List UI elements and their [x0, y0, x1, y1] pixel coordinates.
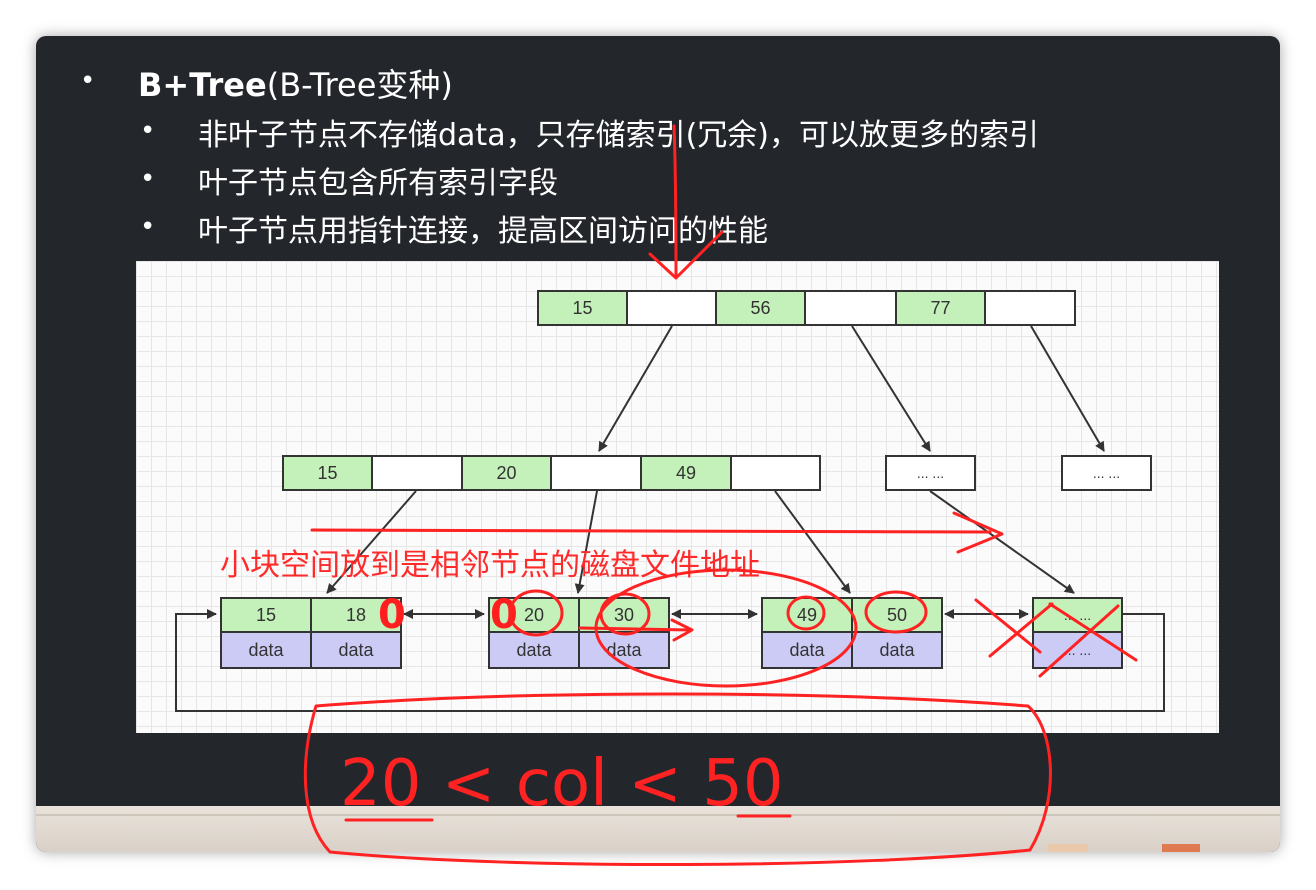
- red-zero-mark: 0: [490, 592, 518, 638]
- bullet-dot: •: [140, 212, 156, 242]
- leaf-key: ... ...: [1032, 597, 1123, 633]
- bottom-strip: [36, 806, 1280, 852]
- leaf-data: data: [761, 631, 853, 669]
- root-pointer: [984, 290, 1076, 326]
- mid-key: 20: [461, 455, 552, 491]
- red-zero-mark: 0: [378, 592, 406, 638]
- bottom-tag-light: [1048, 844, 1088, 852]
- root-key: 15: [537, 290, 628, 326]
- leaf-key: 49: [761, 597, 853, 633]
- mid-key: 49: [640, 455, 732, 491]
- leaf-key: 15: [220, 597, 312, 633]
- slide-title: B+Tree(B-Tree变种): [138, 60, 453, 106]
- leaf-data: data: [578, 631, 670, 669]
- mid-key: 15: [282, 455, 373, 491]
- bottom-tag-orange: [1162, 844, 1200, 852]
- title-rest: (B-Tree变种): [266, 66, 453, 104]
- root-pointer: [626, 290, 717, 326]
- red-annotation-note: 小块空间放到是相邻节点的磁盘文件地址: [220, 548, 760, 583]
- ellipsis-node: ... ...: [1061, 455, 1152, 491]
- leaf-data: ... ...: [1032, 631, 1123, 669]
- leaf-key: 30: [578, 597, 670, 633]
- leaf-key: 50: [851, 597, 943, 633]
- mid-pointer: [730, 455, 821, 491]
- ellipsis-node: ... ...: [885, 455, 976, 491]
- root-key: 77: [895, 290, 986, 326]
- title-bold: B+Tree: [138, 66, 267, 104]
- root-pointer: [804, 290, 897, 326]
- bullet-dot: •: [140, 164, 156, 194]
- leaf-data: data: [220, 631, 312, 669]
- mid-pointer: [550, 455, 642, 491]
- leaf-data: data: [851, 631, 943, 669]
- bullet-dot: •: [140, 116, 156, 146]
- root-key: 56: [715, 290, 806, 326]
- sub-bullet-3: 叶子节点用指针连接，提高区间访问的性能: [198, 214, 768, 249]
- sub-bullet-2: 叶子节点包含所有索引字段: [198, 166, 558, 201]
- bullet-dot: •: [80, 66, 96, 96]
- sub-bullet-1: 非叶子节点不存储data，只存储索引(冗余)，可以放更多的索引: [198, 118, 1039, 153]
- mid-pointer: [371, 455, 463, 491]
